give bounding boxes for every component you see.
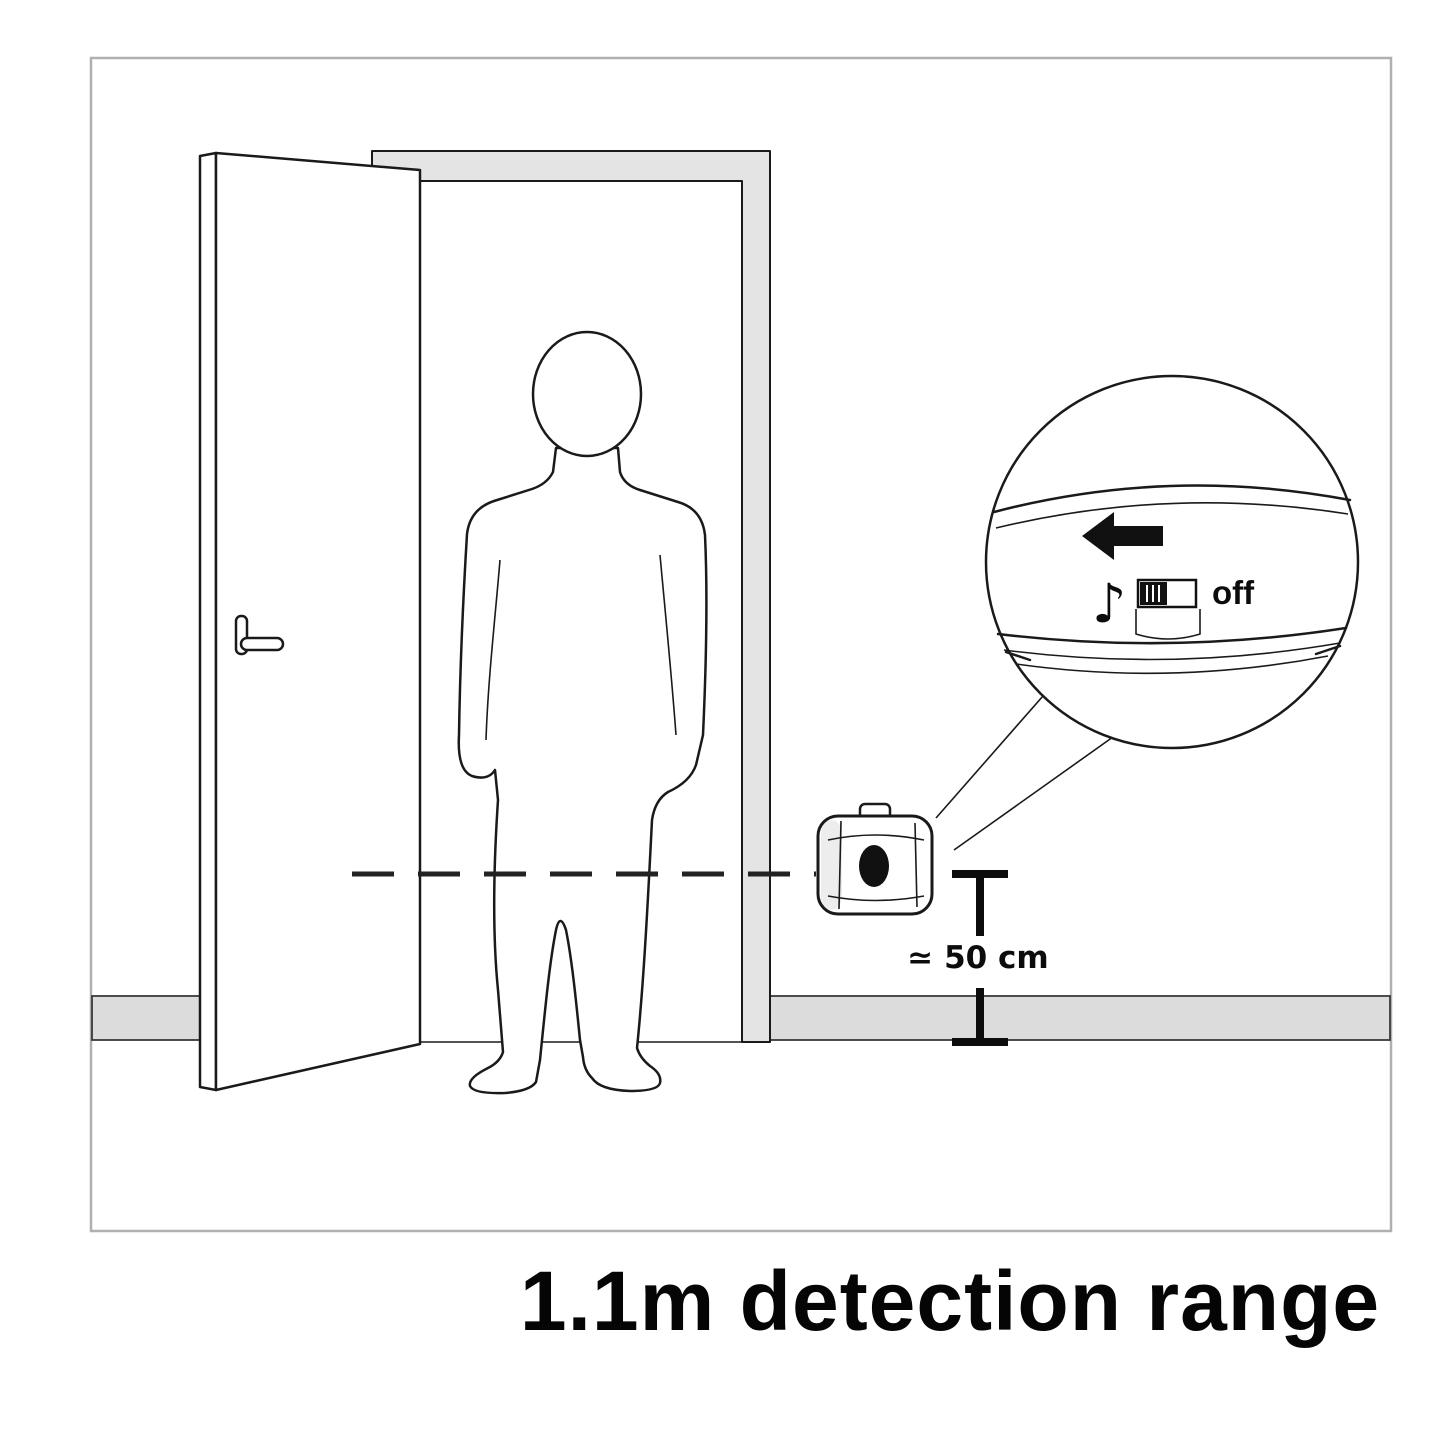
off-label: off [1212,574,1255,611]
distance-measure: ≃ 50 cm [907,870,1049,1046]
device-bottom-lower-arc1 [996,626,1348,645]
device-foot-right [1314,644,1342,656]
arrow-left-icon [1082,512,1163,560]
person-right-arm-line [659,554,677,736]
device-bottom-top-arc-inner [995,502,1349,529]
person-body [457,446,708,1095]
door [198,151,422,1092]
device-top-contour [827,834,925,841]
distance-label: ≃ 50 cm [907,940,1048,976]
magnifier-callout: ♪ off [984,374,1360,750]
device-right-seam [914,822,918,908]
person-head [531,330,643,458]
baseboard-right [769,995,1391,1041]
device-bottom-lower-arc2 [1003,642,1341,661]
callout-circle [984,374,1360,750]
person-left-arm-line [485,559,501,741]
device-foot-left [1004,650,1032,662]
door-handle-icon [239,636,285,652]
caption: 1.1m detection range [520,1254,1380,1348]
device-bottom-top-arc [992,484,1352,514]
device-bottom-lower-arc3 [1015,655,1329,675]
door-edge-face [198,151,218,1092]
device-battery-cover [821,820,842,910]
door-panel [214,151,422,1092]
person-silhouette [457,330,708,1095]
slide-switch [1135,578,1201,640]
music-note-icon: ♪ [1092,572,1126,635]
switch-recess [1135,609,1201,640]
device-sensor-lens [859,845,889,887]
callout-wedge-line-bottom [953,731,1121,851]
callout-wedge-line-top [935,687,1051,819]
device-left-seam [838,820,842,910]
device-bottom-contour [827,895,925,902]
motion-sensor-device [816,802,934,916]
